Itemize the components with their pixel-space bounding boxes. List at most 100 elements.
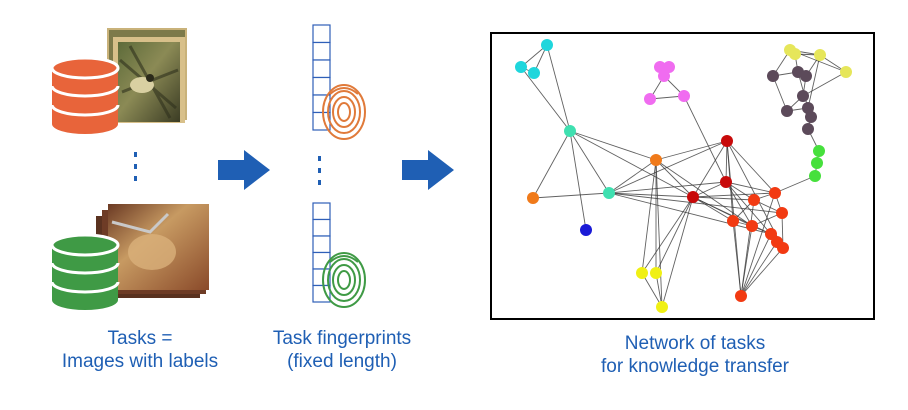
network-edge (692, 196, 734, 222)
network-edge (692, 181, 727, 198)
network-node-red (777, 242, 789, 254)
caption-fingerprints-line2: (fixed length) (287, 351, 397, 372)
network-node-darkred (721, 135, 733, 147)
right-arrow-icon (218, 150, 270, 190)
network-node-yellow (656, 301, 668, 313)
network-edge (725, 181, 753, 227)
fingerprint-vector-bottom (312, 202, 331, 303)
caption-tasks-line1: Tasks = (107, 328, 173, 349)
network-node-yellow (650, 267, 662, 279)
network-nodes (515, 39, 852, 313)
network-node-red (769, 187, 781, 199)
network-edge (641, 196, 694, 274)
network-node-mint (603, 187, 615, 199)
network-edge (608, 192, 783, 214)
network-edge (532, 192, 610, 199)
network-edge (740, 247, 784, 297)
caption-tasks-line2: Images with labels (61, 351, 219, 372)
network-node-red (748, 194, 760, 206)
vector-cell (312, 202, 331, 221)
caption-network-line2: for knowledge transfer (601, 356, 789, 377)
network-node-red (727, 215, 739, 227)
vector-cell (312, 24, 331, 44)
vertical-ellipsis-icon (134, 152, 137, 181)
vector-cell (312, 76, 331, 96)
network-edge (725, 140, 728, 183)
network-node-green (813, 145, 825, 157)
network-edge (732, 220, 742, 297)
network-edge (608, 140, 728, 194)
vector-cell (312, 235, 331, 254)
vector-cell (312, 284, 331, 303)
network-node-green (809, 170, 821, 182)
database-icon (50, 233, 120, 310)
database-icon (50, 56, 120, 134)
network-edge (655, 159, 663, 308)
network-edge (807, 54, 821, 109)
network-node-olive (840, 66, 852, 78)
network-node-gray (767, 70, 779, 82)
fingerprint-icon (322, 252, 366, 308)
vector-cell (312, 59, 331, 79)
network-node-yellow (636, 267, 648, 279)
network-node-gray (805, 111, 817, 123)
top-image-stack (107, 28, 187, 123)
network-node-gray (802, 123, 814, 135)
network-node-green (811, 157, 823, 169)
vector-cell (312, 218, 331, 237)
network-edge (740, 192, 776, 297)
network-edge (725, 181, 776, 194)
vertical-ellipsis-icon (318, 156, 321, 185)
network-edge (608, 192, 772, 235)
network-edge (546, 44, 571, 132)
network-node-darkred (720, 176, 732, 188)
network-node-magenta (658, 70, 670, 82)
network-edge (569, 130, 657, 161)
caption-fingerprints: Task fingerprints (fixed length) (252, 327, 432, 373)
network-node-gray (800, 70, 812, 82)
network-node-gray (781, 105, 793, 117)
network-edge (774, 175, 816, 194)
network-node-magenta (678, 90, 690, 102)
caption-fingerprints-line1: Task fingerprints (272, 328, 412, 349)
network-edge (655, 196, 694, 274)
network-edge (569, 130, 587, 231)
network-edge (683, 95, 727, 183)
caption-network: Network of tasks for knowledge transfer (560, 332, 830, 378)
vector-cell (312, 41, 331, 61)
fingerprint-icon (322, 84, 366, 140)
caption-network-line1: Network of tasks (624, 333, 766, 354)
network-edge (569, 130, 610, 194)
network-edge (608, 159, 657, 194)
network-edge (532, 130, 571, 199)
network-node-blue (580, 224, 592, 236)
network-edge (655, 140, 728, 161)
network-node-magenta (644, 93, 656, 105)
network-edge (608, 181, 727, 194)
network-node-red (776, 207, 788, 219)
network-edge (655, 159, 753, 227)
network-node-red (746, 220, 758, 232)
network-edge (726, 140, 776, 194)
caption-tasks: Tasks = Images with labels (30, 327, 250, 373)
network-edge (692, 140, 728, 198)
network-node-orange (650, 154, 662, 166)
network-node-cyan (541, 39, 553, 51)
right-arrow-icon (402, 150, 454, 190)
network-node-orange (527, 192, 539, 204)
network-edge (802, 71, 847, 97)
network-edge (641, 272, 663, 308)
network-node-red (735, 290, 747, 302)
network-node-olive (814, 49, 826, 61)
network-node-cyan (528, 67, 540, 79)
network-edge (520, 66, 571, 132)
network-node-magenta (663, 61, 675, 73)
network-edge (692, 196, 755, 201)
network-node-darkred (687, 191, 699, 203)
network-node-magenta (654, 61, 666, 73)
network-edge (569, 130, 694, 198)
network-node-olive (789, 48, 801, 60)
vector-cell (312, 251, 331, 270)
